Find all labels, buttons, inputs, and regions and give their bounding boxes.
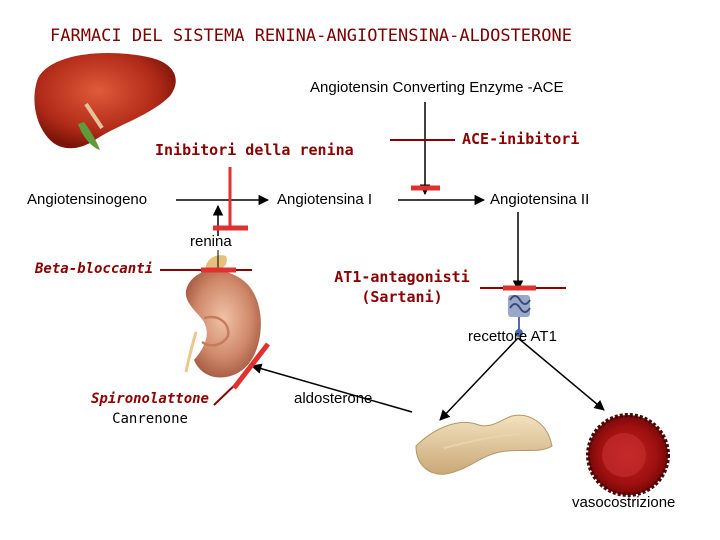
arrow-aldosterone-to-kidney xyxy=(250,363,413,413)
label-renina: renina xyxy=(190,233,232,250)
receptor-icon xyxy=(508,295,531,337)
label-recettore-at1: recettore AT1 xyxy=(468,328,557,345)
label-ace: Angiotensin Converting Enzyme -ACE xyxy=(310,79,564,96)
label-angiotensinogeno: Angiotensinogeno xyxy=(27,191,148,208)
label-at1-antagonisti: AT1-antagonisti xyxy=(334,268,470,286)
inhibition-bar-spironolattone xyxy=(232,342,270,390)
label-spironolattone: Spironolattone xyxy=(90,391,209,407)
label-angiotensina-2: Angiotensina II xyxy=(490,191,590,208)
label-vasocostrizione: vasocostrizione xyxy=(572,494,676,511)
label-canrenone: Canrenone xyxy=(112,411,188,427)
adrenal-gland-icon xyxy=(415,414,553,475)
blood-vessel-icon xyxy=(586,413,670,497)
kidney-icon xyxy=(184,255,261,378)
label-aldosterone: aldosterone xyxy=(294,390,373,407)
label-beta-bloccanti: Beta-bloccanti xyxy=(35,261,154,277)
diagram-title: FARMACI DEL SISTEMA RENINA-ANGIOTENSINA-… xyxy=(50,26,572,46)
label-ace-inibitori: ACE-inibitori xyxy=(462,130,580,148)
liver-icon xyxy=(34,52,176,150)
label-inibitori-renina: Inibitori della renina xyxy=(155,141,354,159)
arrow-receptor-to-aldosterone xyxy=(439,337,519,421)
label-sartani: (Sartani) xyxy=(361,288,443,306)
label-angiotensina-1: Angiotensina I xyxy=(277,191,373,208)
arrow-receptor-to-vessel xyxy=(517,337,605,411)
